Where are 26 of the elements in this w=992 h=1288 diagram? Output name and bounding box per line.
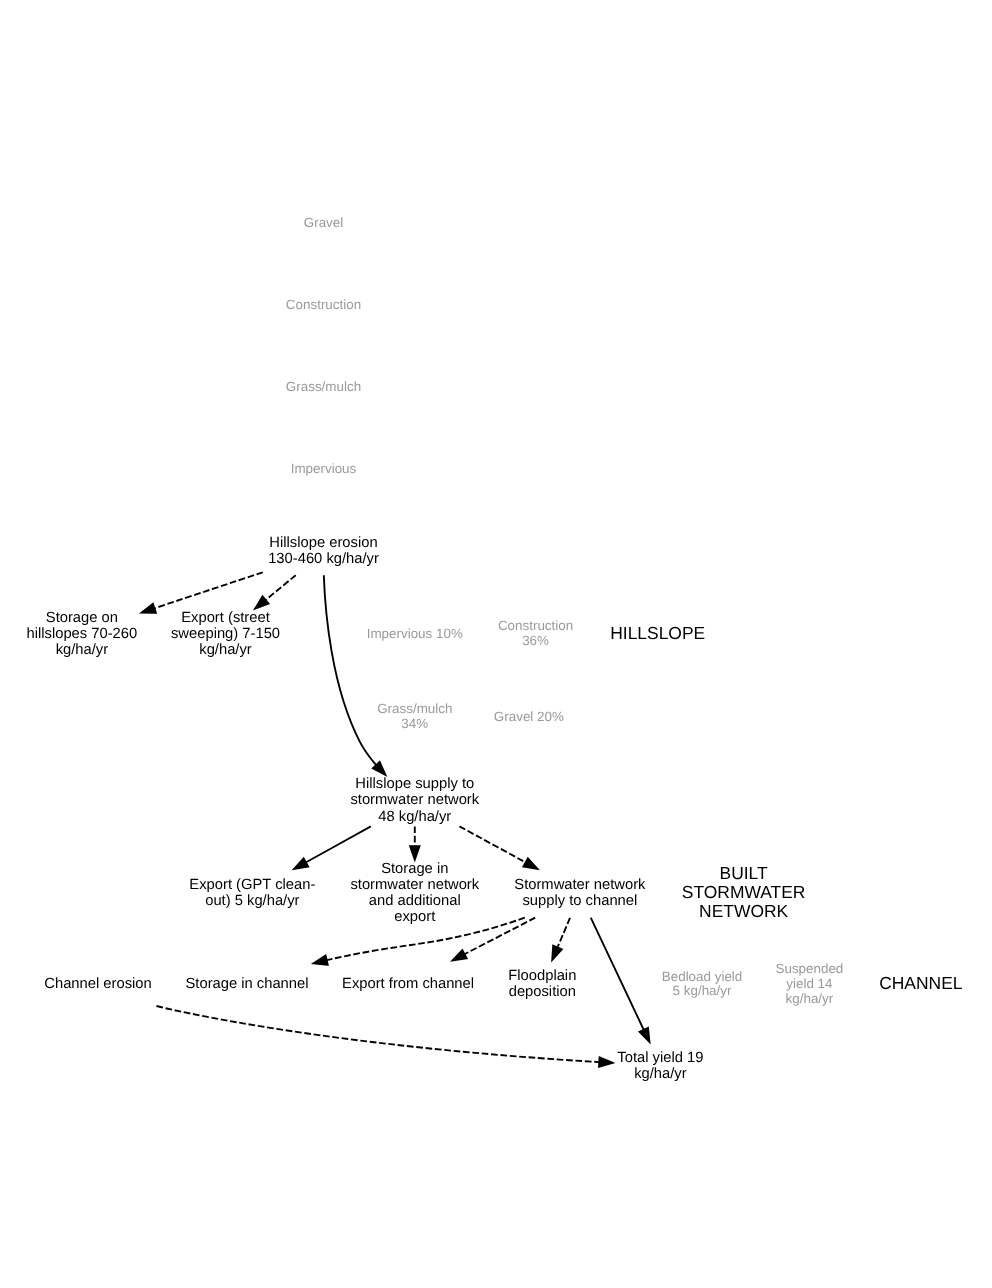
arrow <box>310 915 526 965</box>
node-text: Storage in stormwater network and additional export <box>350 857 480 925</box>
arrow <box>322 573 388 776</box>
node-text: Export (street sweeping) 7-150 kg/ha/yr <box>171 606 281 658</box>
node-text: Hillslope erosion 130-460 kg/ha/yr <box>268 531 379 566</box>
arrow <box>458 824 540 870</box>
arrow <box>138 570 264 613</box>
arrow <box>589 915 651 1044</box>
arrow <box>291 824 372 870</box>
node-text: Storage on hillslopes 70-260 kg/ha/yr <box>26 606 138 658</box>
node-text: Stormwater network supply to channel <box>514 874 646 909</box>
arrow <box>408 824 421 862</box>
node-text: Channel erosion <box>44 973 152 992</box>
node-text: Floodplain deposition <box>508 965 577 1000</box>
node-text: Export from channel <box>342 973 475 992</box>
arrow <box>551 916 571 962</box>
arrow <box>450 915 537 961</box>
node-text: Total yield 19 kg/ha/yr <box>617 1047 704 1082</box>
node-text: Hillslope supply to stormwater network 48 kg/ha/yr <box>350 773 480 824</box>
label: CHANNEL <box>879 972 963 993</box>
arrow <box>252 573 297 610</box>
label: BUILT STORMWATER NETWORK <box>681 862 806 920</box>
node-text: Storage in channel <box>185 973 309 992</box>
node-text: Export (GPT clean-out) 5 kg/ha/yr <box>189 874 316 909</box>
arrow <box>155 1004 616 1068</box>
label: HILLSLOPE <box>610 621 706 642</box>
